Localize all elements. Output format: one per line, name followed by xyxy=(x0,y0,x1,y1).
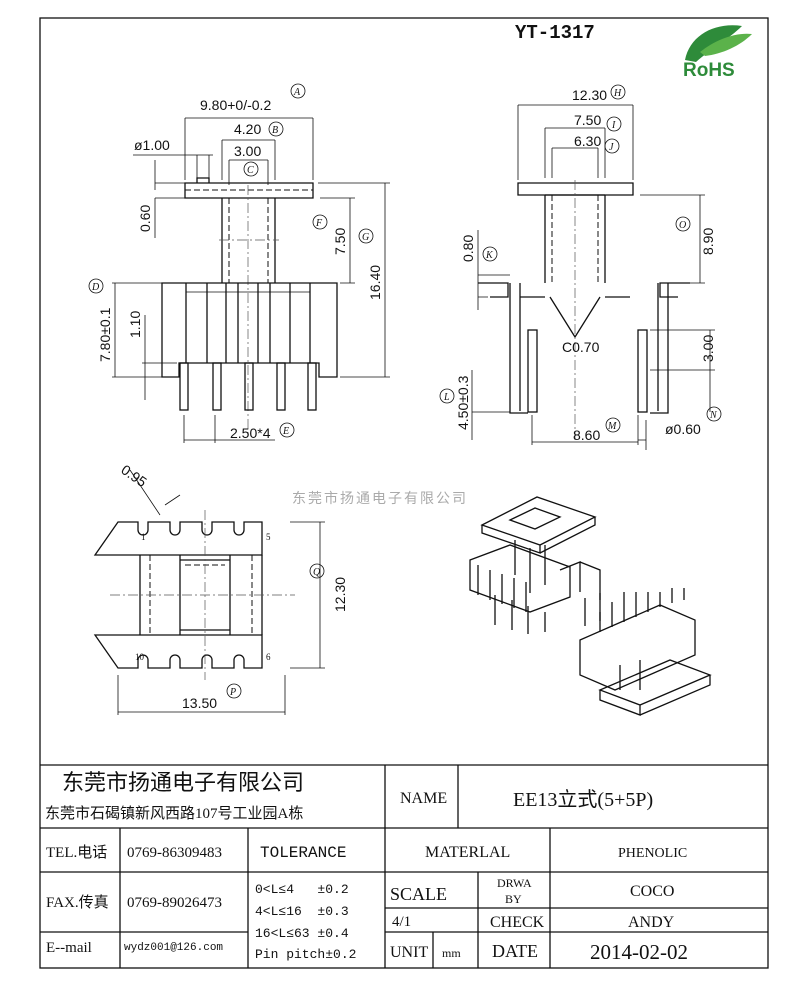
svg-text:4.20: 4.20 xyxy=(234,121,261,137)
svg-text:COCO: COCO xyxy=(630,883,674,900)
svg-text:L: L xyxy=(443,392,450,403)
svg-text:3.00: 3.00 xyxy=(234,143,261,159)
svg-text:7.50: 7.50 xyxy=(574,112,601,128)
svg-text:ø0.60: ø0.60 xyxy=(665,421,701,437)
svg-text:O: O xyxy=(679,220,686,231)
svg-text:G: G xyxy=(362,232,369,243)
svg-text:DATE: DATE xyxy=(492,941,538,961)
svg-text:4/1: 4/1 xyxy=(392,914,411,930)
svg-text:2014-02-02: 2014-02-02 xyxy=(590,940,688,964)
svg-text:4<L≤16 ±0.3: 4<L≤16 ±0.3 xyxy=(255,904,349,919)
svg-text:CHECK: CHECK xyxy=(490,914,545,931)
bottom-view: 0.95 12.30 13.50 1 5 10 6 xyxy=(93,461,348,715)
callout-letters: A B C D E F G H I J K L M N O P Q xyxy=(88,83,722,699)
svg-text:FAX.传真: FAX.传真 xyxy=(46,893,109,911)
svg-text:7.50: 7.50 xyxy=(332,228,348,255)
svg-text:N: N xyxy=(709,410,718,421)
svg-text:4.50±0.3: 4.50±0.3 xyxy=(455,375,471,430)
svg-text:12.30: 12.30 xyxy=(572,87,607,103)
svg-text:9.80+0/-0.2: 9.80+0/-0.2 xyxy=(200,97,271,113)
svg-text:Q: Q xyxy=(313,567,321,578)
svg-text:wydz001@126.com: wydz001@126.com xyxy=(124,942,223,954)
watermark: 东莞市扬通电子有限公司 xyxy=(292,490,468,507)
title-block: 东莞市扬通电子有限公司 东莞市石碣镇新风西路107号工业园A栋 NAME EE1… xyxy=(40,764,768,968)
svg-text:M: M xyxy=(607,421,617,432)
svg-text:1: 1 xyxy=(141,532,146,542)
isometric-view-top xyxy=(469,496,601,634)
svg-text:8.90: 8.90 xyxy=(700,228,716,255)
svg-text:C: C xyxy=(247,165,254,176)
svg-text:BY: BY xyxy=(505,892,522,906)
svg-text:16.40: 16.40 xyxy=(367,265,383,300)
svg-text:0769-86309483: 0769-86309483 xyxy=(127,845,222,861)
svg-text:K: K xyxy=(485,250,494,261)
isometric-view-bottom xyxy=(579,588,712,716)
svg-text:6: 6 xyxy=(266,652,271,662)
drawing-border xyxy=(39,17,769,969)
svg-text:0.60: 0.60 xyxy=(137,205,153,232)
svg-text:2.50*4: 2.50*4 xyxy=(230,425,271,441)
svg-text:0.80: 0.80 xyxy=(460,235,476,262)
svg-text:J: J xyxy=(609,142,614,153)
side-view: 12.30 7.50 6.30 0.80 8.90 C0.70 3.00 4.5… xyxy=(455,87,716,450)
svg-text:7.80±0.1: 7.80±0.1 xyxy=(97,307,113,362)
svg-text:MATERLAL: MATERLAL xyxy=(425,844,510,861)
svg-text:16<L≤63 ±0.4: 16<L≤63 ±0.4 xyxy=(255,926,349,941)
svg-text:A: A xyxy=(293,87,301,98)
company-address: 东莞市石碣镇新风西路107号工业园A栋 xyxy=(45,804,303,822)
svg-text:ø1.00: ø1.00 xyxy=(134,137,170,153)
svg-text:UNIT: UNIT xyxy=(390,944,428,961)
svg-text:RoHS: RoHS xyxy=(683,60,735,81)
front-view: 9.80+0/-0.2 4.20 3.00 ø1.00 0.60 7.50 16… xyxy=(97,97,390,443)
svg-text:DRWA: DRWA xyxy=(497,876,532,890)
svg-text:I: I xyxy=(611,120,616,131)
svg-text:ANDY: ANDY xyxy=(628,914,675,931)
svg-text:6.30: 6.30 xyxy=(574,133,601,149)
svg-text:TEL.电话: TEL.电话 xyxy=(46,844,107,861)
svg-text:F: F xyxy=(315,218,323,229)
svg-text:H: H xyxy=(613,88,622,99)
svg-text:0769-89026473: 0769-89026473 xyxy=(127,895,222,911)
svg-text:E: E xyxy=(282,426,289,437)
svg-text:NAME: NAME xyxy=(400,790,447,807)
svg-text:SCALE: SCALE xyxy=(390,884,447,904)
svg-text:mm: mm xyxy=(442,946,461,960)
part-name: EE13立式(5+5P) xyxy=(513,788,653,811)
svg-text:E--mail: E--mail xyxy=(46,940,92,956)
svg-text:5: 5 xyxy=(266,532,271,542)
svg-text:0.95: 0.95 xyxy=(118,461,150,490)
svg-text:10: 10 xyxy=(135,652,145,662)
svg-text:3.00: 3.00 xyxy=(700,335,716,362)
company-name: 东莞市扬通电子有限公司 xyxy=(62,770,304,795)
svg-text:PHENOLIC: PHENOLIC xyxy=(618,846,687,861)
svg-text:D: D xyxy=(91,282,100,293)
svg-text:B: B xyxy=(272,125,278,136)
svg-text:12.30: 12.30 xyxy=(332,577,348,612)
svg-text:Pin pitch±0.2: Pin pitch±0.2 xyxy=(255,947,356,962)
svg-text:P: P xyxy=(229,687,236,698)
svg-text:13.50: 13.50 xyxy=(182,695,217,711)
svg-text:8.60: 8.60 xyxy=(573,427,600,443)
rohs-logo: RoHS xyxy=(683,25,752,81)
part-number: YT-1317 xyxy=(515,22,595,44)
svg-text:C0.70: C0.70 xyxy=(562,339,600,355)
svg-text:1.10: 1.10 xyxy=(127,311,143,338)
svg-text:0<L≤4 ±0.2: 0<L≤4 ±0.2 xyxy=(255,882,349,897)
svg-text:TOLERANCE: TOLERANCE xyxy=(260,844,346,862)
